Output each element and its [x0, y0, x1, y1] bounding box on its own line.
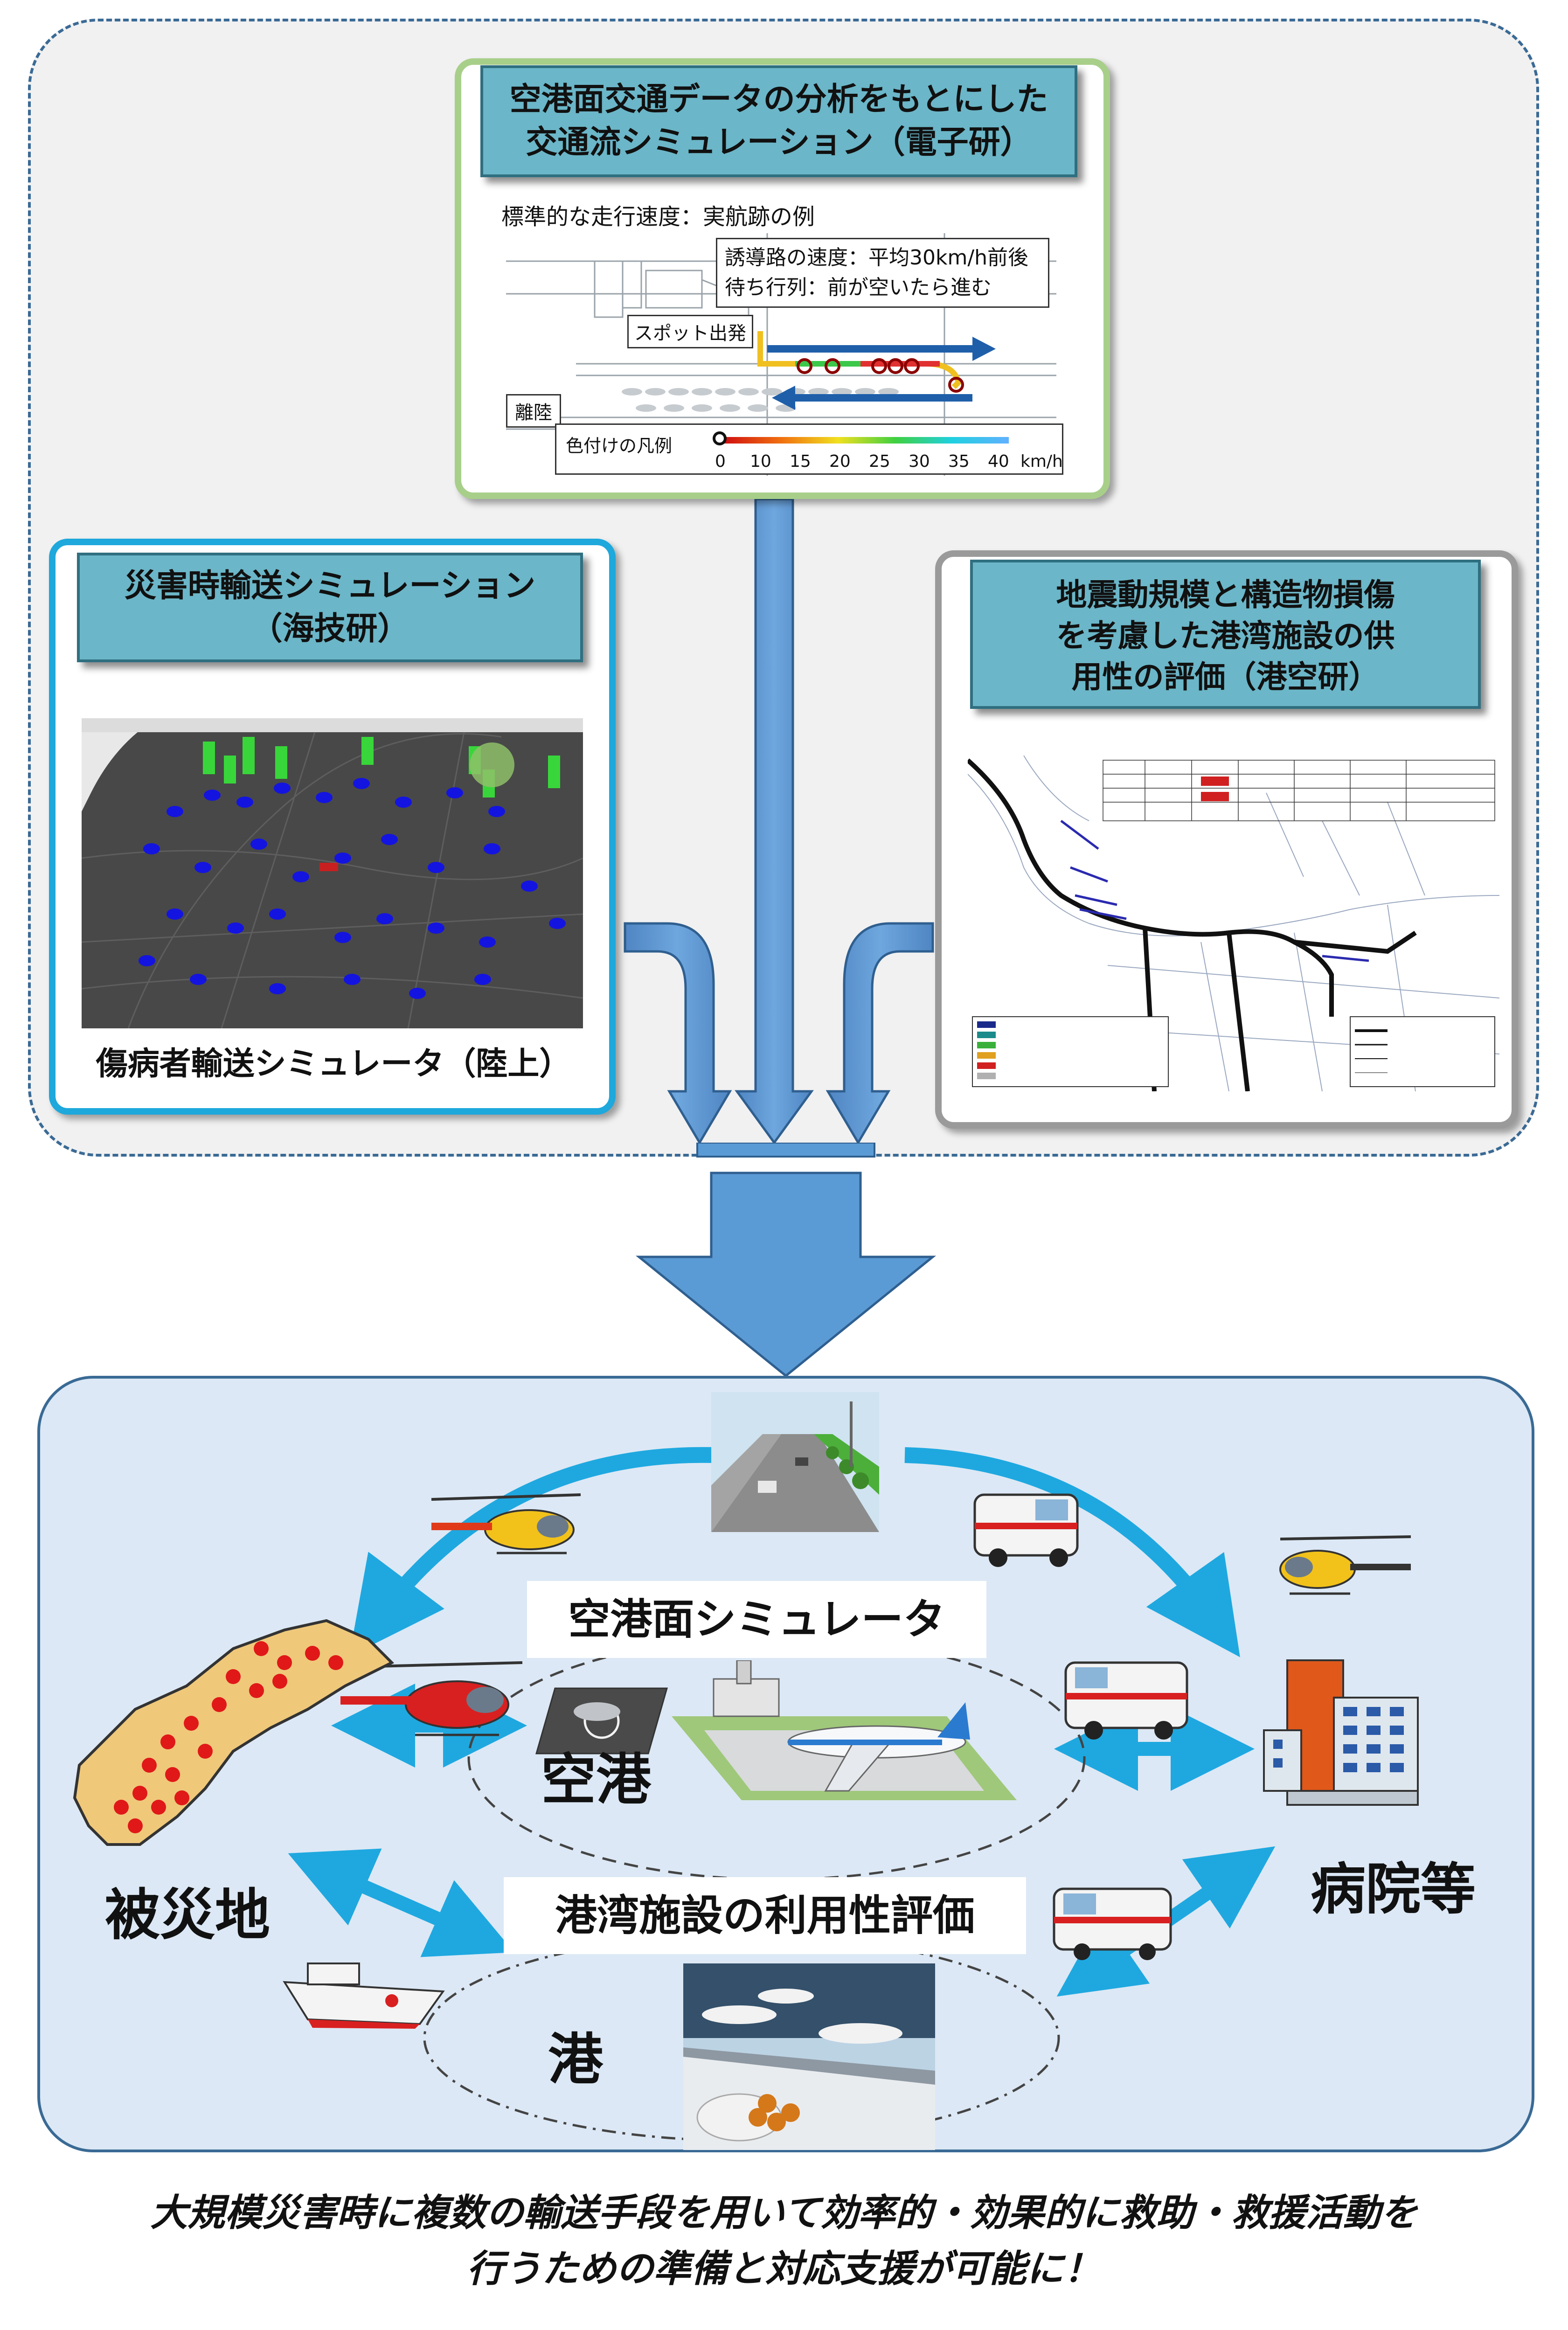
maritime-lab-title-line1: 災害時輸送シミュレーション [124, 568, 536, 604]
taxiway-speed-text: 誘導路の速度：平均30km/h前後 [725, 246, 1029, 270]
conclusion-text: 大規模災害時に複数の輸送手段を用いて効率的・効果的に救助・救援活動を 行うための… [0, 2185, 1568, 2297]
legend-tick: 15 [790, 452, 811, 471]
damage-points [114, 1641, 343, 1833]
legend-label: 色付けの凡例 [566, 436, 673, 456]
integration-arrow [635, 1143, 937, 1378]
airport-simulator-label: 空港面シミュレータ [527, 1581, 986, 1658]
port-label: 港 [548, 2027, 604, 2092]
hospital-label: 病院等 [1311, 1857, 1476, 1921]
vehicle-markers [139, 778, 566, 999]
airport-label: 空港 [541, 1748, 652, 1812]
fishing-boat-icon [283, 1962, 445, 2029]
queue-text: 待ち行列：前が空いたら進む [725, 276, 992, 299]
speed-info-box: 誘導路の速度：平均30km/h前後 待ち行列：前が空いたら進む [716, 238, 1049, 308]
legend-tick: 20 [829, 452, 851, 471]
hospital-marker [470, 742, 514, 787]
center-arrow [735, 498, 814, 1145]
legend-unit: km/h [1020, 452, 1063, 471]
electronic-lab-title-line1: 空港面交通データの分析をもとにした [509, 81, 1048, 118]
port-usability-label: 港湾施設の利用性評価 [504, 1877, 1026, 1954]
conclusion-line1: 大規模災害時に複数の輸送手段を用いて効率的・効果的に救助・救援活動を [150, 2191, 1418, 2234]
emergency-road [968, 758, 1334, 1017]
electronic-lab-title: 空港面交通データの分析をもとにした 交通流シミュレーション（電子研） [480, 65, 1077, 177]
casualty-sim-screenshot [82, 718, 583, 1028]
demand-bars [203, 737, 560, 797]
legend-tick: 35 [948, 452, 970, 471]
conclusion-line2: 行うための準備と対応支援が可能に！ [467, 2247, 1101, 2290]
takeoff-label: 離陸 [506, 394, 561, 428]
electronic-lab-title-line2: 交通流シミュレーション（電子研） [526, 124, 1032, 161]
outbound-arrow [767, 337, 996, 361]
legend-tick: 25 [869, 452, 890, 471]
right-curve-arrow [826, 922, 934, 1145]
road-arc-left [349, 1447, 714, 1657]
port-airport-lab-title: 地震動規模と構造物損傷 を考慮した港湾施設の供 用性の評価（港空研） [970, 560, 1481, 709]
speed-legend: 色付けの凡例 0 10 15 20 25 30 35 40 km/h [555, 423, 1063, 475]
legend-gradient [724, 437, 1009, 444]
spot-departure-label: スポット出発 [627, 315, 753, 348]
helicopter-on-pad [574, 1702, 620, 1721]
legend-tick: 10 [750, 452, 771, 471]
port-airport-lab-title-line3: 用性の評価（港空研） [1071, 659, 1380, 695]
maritime-lab-title: 災害時輸送シミュレーション （海技研） [77, 553, 583, 662]
disaster-area-label: 被災地 [105, 1883, 271, 1947]
airport-illustration [535, 1660, 1017, 1800]
down-arrow [635, 1172, 937, 1378]
helicopter-icon [431, 1493, 581, 1554]
road-arc-right [904, 1447, 1240, 1657]
inbound-arrow [772, 386, 972, 410]
legend-tick: 40 [988, 452, 1009, 471]
port-airport-lab-title-line1: 地震動規模と構造物損傷 [1056, 577, 1395, 613]
ambulance-icon [1064, 1661, 1188, 1740]
legend-ticks: 0 10 15 20 25 30 35 40 km/h [715, 452, 1063, 473]
airplane [787, 1702, 970, 1792]
legend-start-circle [713, 431, 727, 445]
table-grid [1103, 760, 1495, 821]
left-curve-arrow [624, 922, 732, 1145]
legend-tick: 0 [715, 452, 726, 471]
port-damage-map [968, 756, 1499, 1091]
port-airport-lab-title-line2: を考慮した港湾施設の供 [1056, 618, 1395, 654]
port-illustration [683, 1963, 935, 2150]
speed-caption: 標準的な走行速度：実航跡の例 [501, 204, 815, 230]
ambulance-icon [1053, 1887, 1172, 1960]
join-bar [696, 1143, 875, 1158]
helicopter-icon [1279, 1535, 1411, 1595]
map-legend [972, 1016, 1495, 1087]
helicopter-icon [340, 1661, 523, 1736]
legend-tick: 30 [909, 452, 930, 471]
maritime-lab-title-line2: （海技研） [250, 610, 409, 647]
ambulance-icon [973, 1493, 1079, 1567]
ambulance-marker [319, 863, 338, 871]
hospital-building-icon [1263, 1659, 1419, 1806]
merge-arrows [624, 498, 934, 1145]
disaster-area-map [73, 1619, 395, 1846]
casualty-simulator-caption: 傷病者輸送シミュレータ（陸上） [96, 1046, 571, 1082]
road-illustration [711, 1392, 879, 1532]
